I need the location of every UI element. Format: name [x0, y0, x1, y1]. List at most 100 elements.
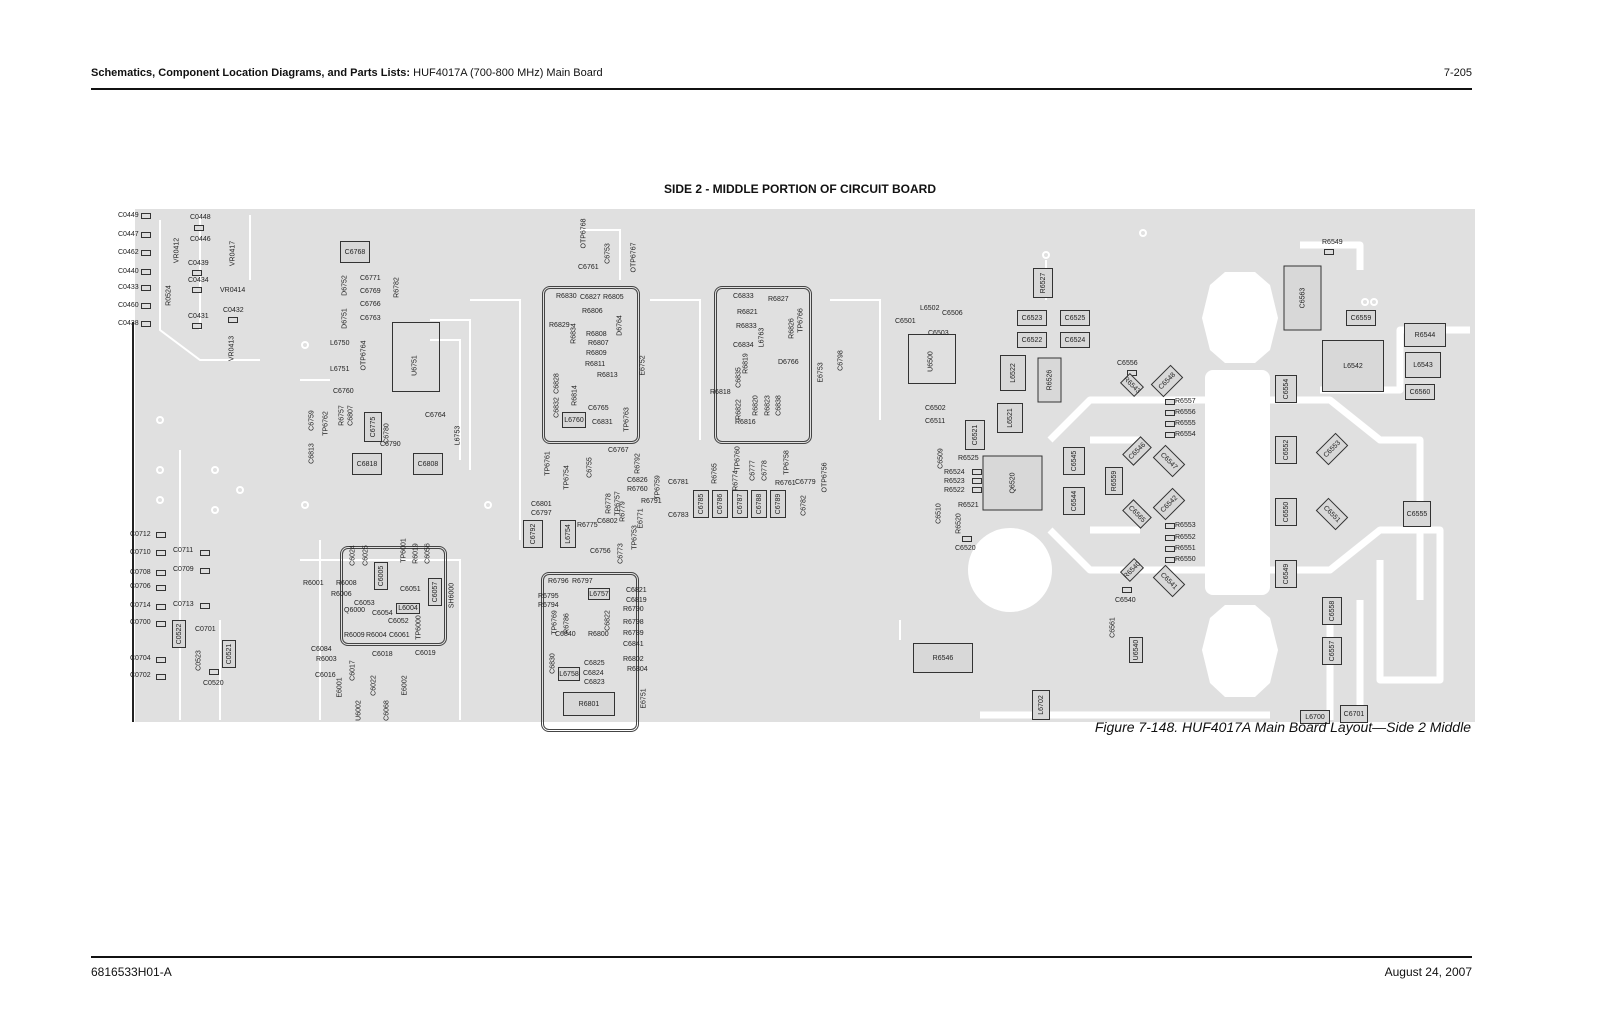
component-c6025: C6025	[362, 544, 369, 566]
component-c0708: C0708	[130, 569, 151, 576]
component-c6823: C6823	[584, 679, 605, 686]
component-c6767: C6767	[608, 447, 629, 454]
component-r6554: R6554	[1175, 431, 1196, 438]
component-r6804: R6804	[627, 666, 648, 673]
component-l6758: L6758	[558, 667, 580, 681]
component-c6511: C6511	[925, 418, 946, 425]
component-pad	[972, 478, 982, 484]
component-c0462: C0462	[118, 249, 139, 256]
component-c6520: C6520	[955, 545, 976, 552]
component-r6527: R6527	[1033, 268, 1053, 298]
component-r0524: R0524	[165, 284, 172, 306]
component-r6778: R6778	[605, 492, 612, 514]
component-r6761: R6761	[775, 480, 796, 487]
component-r6523: R6523	[944, 478, 965, 485]
figure-title: SIDE 2 - MIDDLE PORTION OF CIRCUIT BOARD	[663, 182, 936, 196]
document-number: 6816533H01-A	[91, 965, 172, 979]
component-c6017: C6017	[349, 659, 356, 681]
component-r6557: R6557	[1175, 398, 1196, 405]
component-tp6761: TP6761	[544, 450, 551, 476]
component-r6798: R6798	[623, 619, 644, 626]
component-pad	[192, 323, 202, 329]
component-c6018: C6018	[372, 651, 393, 658]
component-c6559: C6559	[1346, 310, 1376, 326]
component-c6813: C6813	[308, 442, 315, 464]
component-c6523: C6523	[1017, 310, 1047, 326]
component-r6823: R6823	[764, 394, 771, 416]
component-r6004: R6004	[366, 632, 387, 639]
component-c6841: C6841	[623, 641, 644, 648]
component-c6522: C6522	[1017, 332, 1047, 348]
component-r6791: R6791	[641, 498, 662, 505]
component-tp6759: TP6759	[654, 474, 661, 500]
shield-outline	[541, 572, 639, 732]
component-c6826: C6826	[627, 477, 648, 484]
component-r6830: R6830	[556, 293, 577, 300]
component-c6825: C6825	[584, 660, 605, 667]
component-d6764: D6764	[616, 314, 623, 336]
component-r6827: R6827	[768, 296, 789, 303]
component-pad	[194, 225, 204, 231]
component-l6702: L6702	[1032, 690, 1050, 720]
component-pad	[1165, 410, 1175, 416]
component-e6001: E6001	[336, 676, 343, 698]
component-l6763: L6763	[758, 327, 765, 347]
component-r6808: R6808	[586, 331, 607, 338]
component-r6790: R6790	[623, 606, 644, 613]
component-c6502: C6502	[925, 405, 946, 412]
component-c0522: C0522	[172, 620, 186, 648]
component-c0448: C0448	[190, 214, 211, 221]
component-r6520: R6520	[955, 512, 962, 534]
component-c0701: C0701	[195, 626, 216, 633]
component-r6524: R6524	[944, 469, 965, 476]
component-l6521: L6521	[997, 403, 1023, 433]
component-pad	[192, 270, 202, 276]
component-l6522: L6522	[1000, 355, 1026, 391]
component-l6754: L6754	[560, 520, 576, 548]
ground-pad	[1202, 605, 1278, 697]
component-r6559: R6559	[1105, 467, 1123, 495]
component-c6824: C6824	[583, 670, 604, 677]
component-r6551: R6551	[1175, 545, 1196, 552]
component-c6797: C6797	[531, 510, 552, 517]
figure-caption: Figure 7-148. HUF4017A Main Board Layout…	[1094, 719, 1471, 735]
component-c6779: C6779	[795, 479, 816, 486]
component-r6789: R6789	[623, 630, 644, 637]
component-l6004: L6004	[396, 603, 420, 614]
component-c6755: C6755	[586, 456, 593, 478]
component-c6051: C6051	[400, 586, 421, 593]
component-c6550: C6550	[1275, 498, 1297, 526]
component-c0438: C0438	[118, 320, 139, 327]
component-pad	[141, 269, 151, 275]
component-otp6768: OTP6768	[580, 218, 587, 248]
component-r6794: R6794	[538, 602, 559, 609]
component-r6792: R6792	[634, 452, 641, 474]
component-c6563: C6563	[1283, 265, 1321, 330]
header-title-rest: HUF4017A (700-800 MHz) Main Board	[410, 67, 603, 79]
component-c0713: C0713	[173, 601, 194, 608]
component-c6781: C6781	[668, 479, 689, 486]
component-l6502: L6502	[920, 305, 940, 312]
component-c6838: C6838	[775, 394, 782, 416]
component-pad	[200, 603, 210, 609]
shield-outline	[340, 546, 447, 646]
component-r6556: R6556	[1175, 409, 1196, 416]
component-r6805: R6805	[603, 294, 624, 301]
component-c6830: C6830	[549, 652, 556, 674]
component-c6782: C6782	[800, 494, 807, 516]
component-c0523: C0523	[195, 649, 202, 671]
component-c6760: C6760	[333, 388, 354, 395]
component-c0700: C0700	[130, 619, 151, 626]
shield-outline	[714, 286, 812, 444]
component-q6000: Q6000	[344, 607, 366, 614]
component-c0446: C0446	[190, 236, 211, 243]
component-r6829: R6829	[549, 322, 570, 329]
component-vr0412: VR0412	[173, 237, 180, 263]
component-r6522: R6522	[944, 487, 965, 494]
component-e6771: E6771	[637, 507, 644, 529]
component-c6016: C6016	[315, 672, 336, 679]
component-c6024: C6024	[349, 544, 356, 566]
component-r6008: R6008	[336, 580, 357, 587]
component-pad	[1324, 249, 1334, 255]
